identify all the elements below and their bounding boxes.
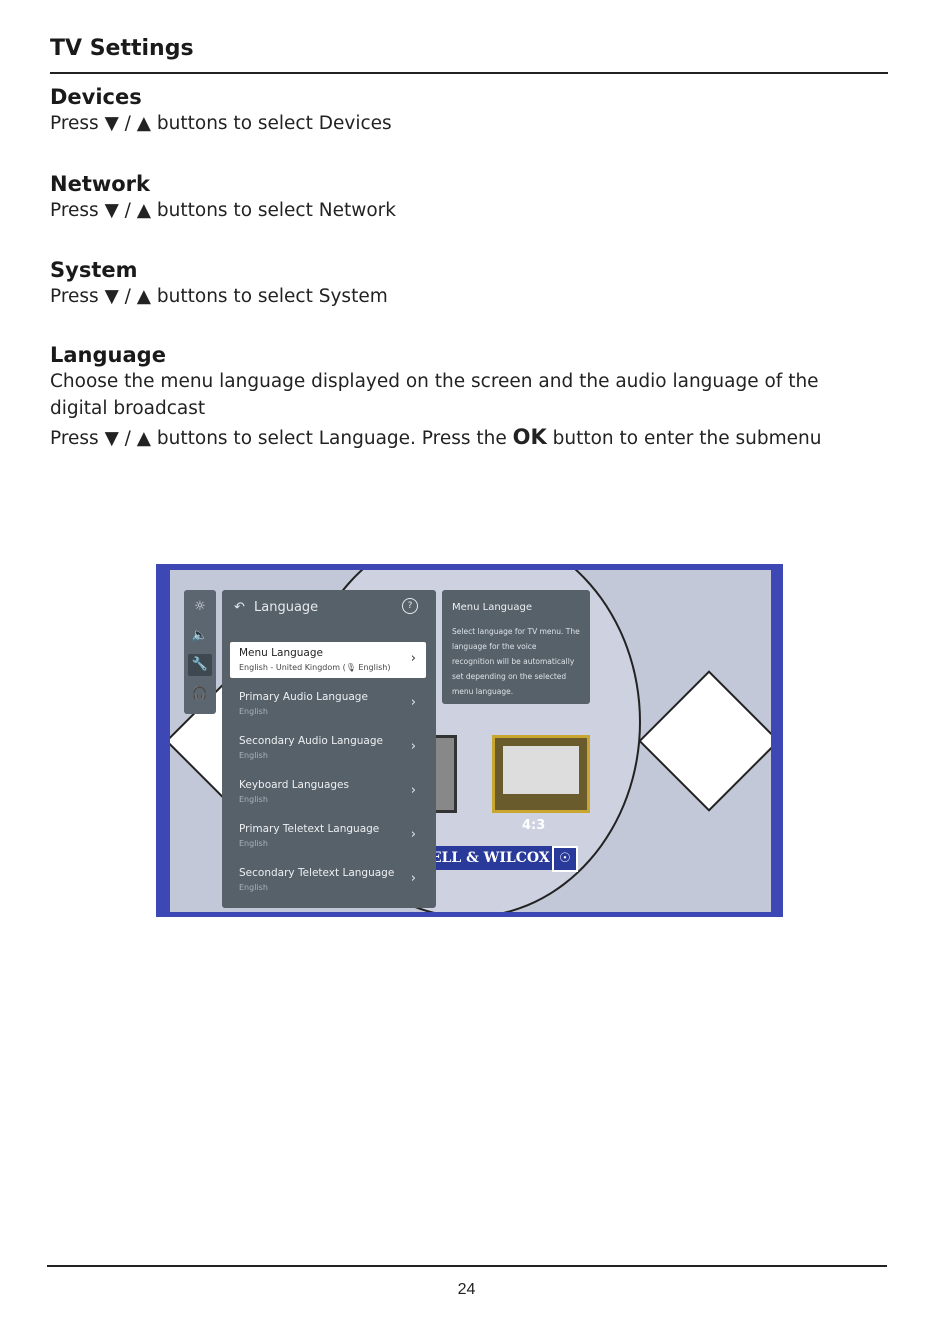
- test-pattern-diamond: [638, 670, 771, 812]
- settings-icon-bar: ☼ 🔈 🔧 🎧: [184, 590, 216, 714]
- footer-divider: [47, 1265, 887, 1267]
- section-language: Language Choose the menu language displa…: [50, 342, 880, 452]
- section-text: Press ▼ / ▲ buttons to select Devices: [50, 113, 392, 134]
- settings-wrench-icon[interactable]: 🔧: [188, 654, 212, 676]
- item-value: English: [239, 883, 268, 892]
- item-label: Primary Teletext Language: [239, 823, 380, 835]
- format-label: 4:3: [522, 818, 546, 833]
- menu-item-primary-teletext-language[interactable]: Primary Teletext Language English ›: [230, 818, 426, 854]
- panel-title: Language: [254, 600, 319, 615]
- section-heading: Devices: [50, 85, 142, 109]
- section-devices: Devices Press ▼ / ▲ buttons to select De…: [50, 84, 880, 137]
- picture-icon[interactable]: ☼: [194, 599, 206, 614]
- menu-item-menu-language[interactable]: Menu Language English - United Kingdom (…: [230, 642, 426, 678]
- section-instruction: Press ▼ / ▲ buttons to select Language. …: [50, 424, 880, 452]
- header-divider: [50, 72, 888, 74]
- instruction-text: Press ▼ / ▲ buttons to select Language. …: [50, 428, 507, 449]
- chevron-right-icon: ›: [410, 783, 416, 798]
- section-system: System Press ▼ / ▲ buttons to select Sys…: [50, 257, 880, 310]
- item-label: Primary Audio Language: [239, 691, 368, 703]
- item-value: English: [239, 839, 268, 848]
- help-title: Menu Language: [452, 602, 532, 613]
- section-network: Network Press ▼ / ▲ buttons to select Ne…: [50, 171, 880, 224]
- logo-mark-icon: ☉: [552, 846, 578, 872]
- chevron-right-icon: ›: [410, 739, 416, 754]
- section-description: Choose the menu language displayed on th…: [50, 371, 819, 419]
- menu-item-secondary-audio-language[interactable]: Secondary Audio Language English ›: [230, 730, 426, 766]
- help-panel: Menu Language Select language for TV men…: [442, 590, 590, 704]
- item-value: English: [239, 751, 268, 760]
- item-value: English - United Kingdom (🎙 English): [239, 663, 391, 672]
- chevron-right-icon: ›: [410, 871, 416, 886]
- section-text: Press ▼ / ▲ buttons to select System: [50, 286, 388, 307]
- chevron-right-icon: ›: [410, 695, 416, 710]
- item-label: Secondary Teletext Language: [239, 867, 395, 879]
- chevron-right-icon: ›: [410, 827, 416, 842]
- monitor-screen: [503, 746, 579, 794]
- help-icon[interactable]: ?: [402, 598, 418, 614]
- tv-screenshot: 4:3 SNELL & WILCOX ☉ ☼ 🔈 🔧 🎧 ↶ Language …: [156, 564, 783, 917]
- menu-item-secondary-teletext-language[interactable]: Secondary Teletext Language English ›: [230, 862, 426, 898]
- instruction-text: button to enter the submenu: [552, 428, 822, 449]
- headphones-icon[interactable]: 🎧: [191, 686, 209, 701]
- chevron-right-icon: ›: [410, 651, 416, 666]
- language-panel: ↶ Language ? Menu Language English - Uni…: [222, 590, 436, 908]
- test-pattern-background: 4:3 SNELL & WILCOX ☉ ☼ 🔈 🔧 🎧 ↶ Language …: [170, 570, 771, 912]
- page-title: TV Settings: [50, 36, 194, 61]
- back-icon[interactable]: ↶: [234, 600, 245, 615]
- section-heading: Language: [50, 343, 166, 367]
- menu-item-keyboard-languages[interactable]: Keyboard Languages English ›: [230, 774, 426, 810]
- section-text: Press ▼ / ▲ buttons to select Network: [50, 200, 396, 221]
- item-label: Menu Language: [239, 647, 323, 659]
- ok-key-label: OK: [512, 425, 547, 449]
- sound-icon[interactable]: 🔈: [191, 628, 209, 643]
- section-heading: System: [50, 258, 138, 282]
- help-text: Select language for TV menu. The languag…: [452, 627, 580, 696]
- page-number: 24: [457, 1281, 476, 1298]
- item-value: English: [239, 795, 268, 804]
- menu-item-primary-audio-language[interactable]: Primary Audio Language English ›: [230, 686, 426, 722]
- item-label: Keyboard Languages: [239, 779, 349, 791]
- item-value: English: [239, 707, 268, 716]
- section-heading: Network: [50, 172, 151, 196]
- item-label: Secondary Audio Language: [239, 735, 383, 747]
- test-pattern-monitor: [492, 735, 590, 813]
